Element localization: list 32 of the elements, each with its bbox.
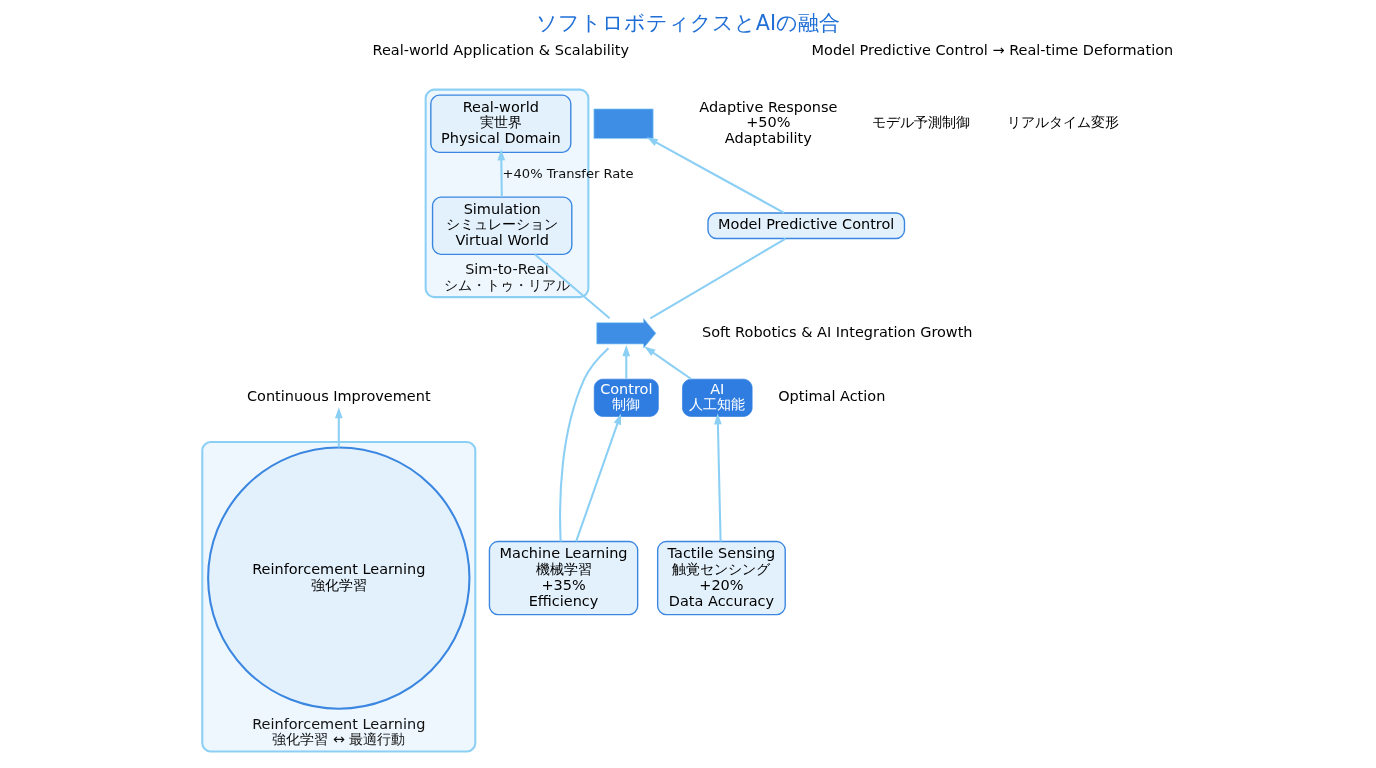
node-label: +50% xyxy=(746,114,791,131)
arrow xyxy=(334,407,343,448)
node-label: Real-world Application & Scalability xyxy=(372,42,630,59)
node-box: Real-world 実世界 Physical Domain xyxy=(430,94,572,154)
arrow xyxy=(497,149,506,198)
node-text: Continuous Improvement xyxy=(246,388,431,405)
edge-label: +40% Transfer Rate xyxy=(502,165,634,181)
connector xyxy=(649,237,787,320)
node-arrow xyxy=(596,318,657,349)
node-box: Control 制御 xyxy=(593,378,659,417)
arrow xyxy=(646,137,785,214)
arrow xyxy=(575,413,622,542)
node-box: AI 人工知能 xyxy=(682,378,753,417)
node-label: Adaptive Response xyxy=(699,98,838,115)
node-box: Machine Learning 機械学習 +35% Efficiency xyxy=(488,540,639,616)
label: モデル予測制御 xyxy=(871,114,970,131)
node-box: Model Predictive Control xyxy=(707,212,906,240)
connector xyxy=(534,253,611,320)
arrow xyxy=(644,346,692,380)
label: Optimal Action xyxy=(778,388,886,405)
node-circle: Reinforcement Learning 強化学習 xyxy=(207,446,471,710)
label: リアルタイム変形 xyxy=(1007,114,1120,131)
arrow xyxy=(714,413,722,542)
arrow xyxy=(622,345,631,379)
node-box: Simulation シミュレーション Virtual World xyxy=(431,196,573,256)
label: Model Predictive Control → Real-time Deformation xyxy=(811,42,1174,59)
diagram-title: ソフトロボティクスとAIの融合 xyxy=(535,11,841,36)
node-box xyxy=(593,108,654,139)
node-box: Tactile Sensing 触覚センシング +20% Data Accuracy xyxy=(656,540,786,616)
connector xyxy=(559,347,610,542)
node-label: Adaptability xyxy=(724,130,812,147)
node-label: Soft Robotics & AI Integration Growth xyxy=(701,323,973,340)
